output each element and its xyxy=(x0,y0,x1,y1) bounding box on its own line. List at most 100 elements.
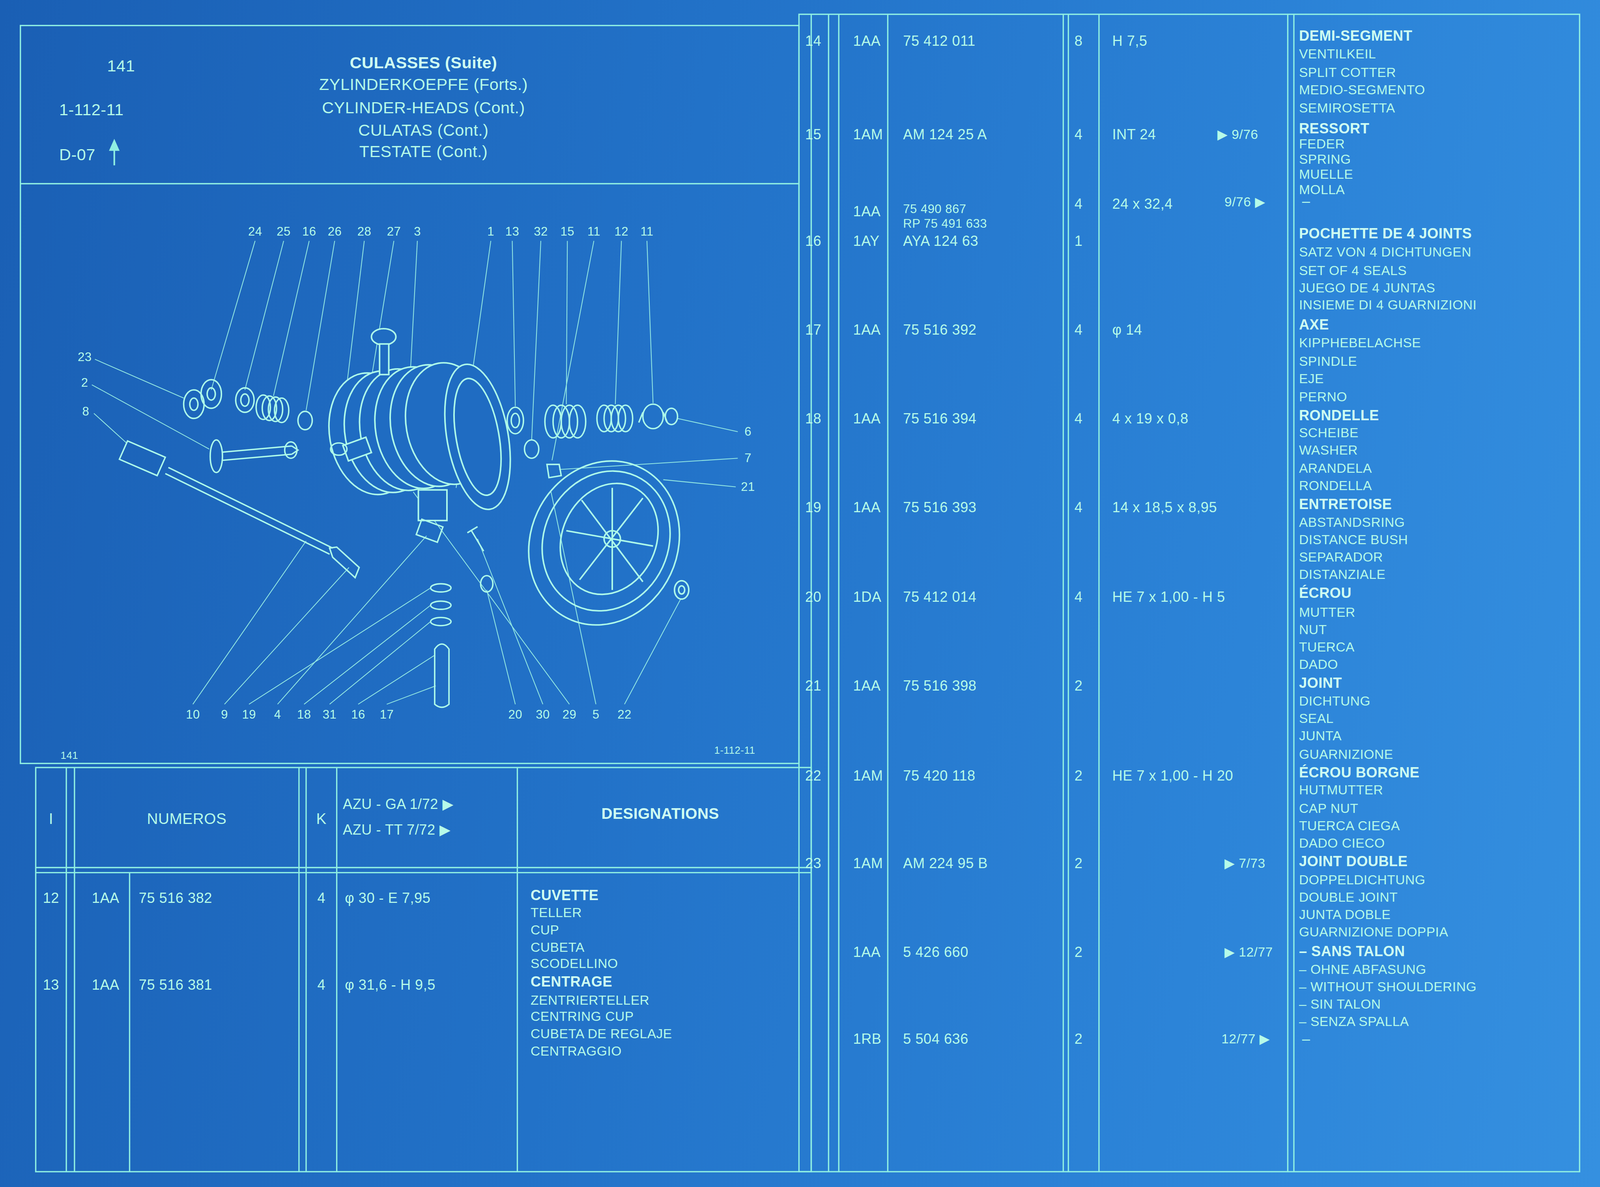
label-text: ▶ 12/77 xyxy=(1224,944,1273,960)
label-text: 18 xyxy=(805,410,822,427)
label-text: 9 xyxy=(220,707,229,722)
label-text: 1AA xyxy=(853,33,881,49)
label-text: 22 xyxy=(805,767,822,784)
label-text: 24 x 32,4 xyxy=(1112,196,1173,212)
label-text: 4 x 19 x 0,8 xyxy=(1112,410,1189,427)
label-text: 3 xyxy=(413,224,421,239)
label-text: TESTATE (Cont.) xyxy=(359,143,488,162)
label-text: 2 xyxy=(1074,767,1083,784)
label-text: JOINT xyxy=(1299,674,1343,691)
label-text: SEAL xyxy=(1299,711,1334,726)
label-text: 1AM xyxy=(853,855,884,872)
label-text: 1AY xyxy=(853,233,880,249)
label-text: AM 224 95 B xyxy=(902,855,988,872)
label-text: – OHNE ABFASUNG xyxy=(1299,962,1427,977)
label-text: – WITHOUT SHOULDERING xyxy=(1299,979,1477,995)
label-text: DOUBLE JOINT xyxy=(1299,889,1398,905)
label-text: NUMEROS xyxy=(146,809,227,827)
label-text: MEDIO-SEGMENTO xyxy=(1299,82,1426,98)
label-text: – xyxy=(1302,1030,1311,1047)
leader-lines xyxy=(91,240,738,704)
label-text: 15 xyxy=(560,224,574,239)
label-text: 15 xyxy=(805,126,822,143)
label-text: DISTANZIALE xyxy=(1299,567,1386,582)
label-text: CUVETTE xyxy=(530,887,599,903)
label-text: ÉCROU xyxy=(1299,585,1352,601)
label-text: 12 xyxy=(42,889,60,906)
label-text: DADO xyxy=(1299,657,1339,672)
label-text: RP 75 491 633 xyxy=(902,216,987,230)
label-text: 75 516 381 xyxy=(138,976,213,993)
label-text: SPLIT COTTER xyxy=(1299,65,1397,80)
valve-train-drawing xyxy=(119,379,678,707)
label-text: 4 xyxy=(1074,196,1083,212)
label-text: DADO CIECO xyxy=(1299,835,1386,851)
label-text: 75 516 382 xyxy=(138,889,213,906)
label-text: SET OF 4 SEALS xyxy=(1299,263,1407,278)
label-text: 4 xyxy=(317,976,326,993)
label-text: POCHETTE DE 4 JOINTS xyxy=(1299,225,1472,242)
label-text: 21 xyxy=(740,480,755,494)
valve-cover-drawing xyxy=(502,435,707,650)
label-text: 23 xyxy=(805,855,822,872)
label-text: 4 xyxy=(274,707,282,722)
label-text: 12 xyxy=(614,224,629,239)
label-text: 1AA xyxy=(853,321,881,338)
label-text: 28 xyxy=(357,224,372,239)
label-text: GUARNIZIONE DOPPIA xyxy=(1299,924,1449,939)
label-text: AZU - TT 7/72 ▶ xyxy=(342,821,451,838)
label-text: φ 14 xyxy=(1112,321,1143,338)
label-text: JUNTA DOBLE xyxy=(1299,906,1391,922)
label-text: SEPARADOR xyxy=(1299,549,1384,565)
label-text: 20 xyxy=(508,707,523,722)
label-text: 141 xyxy=(107,57,136,76)
label-text: CUP xyxy=(530,922,559,937)
label-text: 1AA xyxy=(91,889,120,906)
label-text: 1AM xyxy=(853,126,884,143)
label-text: FEDER xyxy=(1299,136,1345,152)
label-text: 2 xyxy=(1074,855,1083,872)
page-title: CULASSES (Suite) xyxy=(349,54,498,73)
label-text: RONDELLE xyxy=(1299,407,1380,424)
label-text: MUTTER xyxy=(1299,605,1356,620)
label-text: I xyxy=(48,809,54,827)
label-text: SEMIROSETTA xyxy=(1299,100,1396,116)
label-text: SPINDLE xyxy=(1299,353,1358,369)
label-text: RESSORT xyxy=(1299,120,1370,137)
label-text: 13 xyxy=(42,976,60,993)
label-text: 75 516 393 xyxy=(902,499,977,516)
label-text: 32 xyxy=(533,224,548,239)
label-text: 1AA xyxy=(853,203,881,220)
label-text: DISTANCE BUSH xyxy=(1299,532,1408,548)
label-text: SCHEIBE xyxy=(1299,425,1359,440)
label-text: – SIN TALON xyxy=(1299,996,1382,1012)
label-text: 30 xyxy=(535,707,550,722)
label-text: 75 420 118 xyxy=(902,767,976,784)
label-text: 1AA xyxy=(853,677,881,694)
label-text: 22 xyxy=(617,707,632,722)
label-text: 10 xyxy=(185,707,200,722)
label-text: WASHER xyxy=(1299,442,1358,458)
label-text: 1DA xyxy=(853,588,882,605)
label-text: 75 490 867 xyxy=(902,202,967,216)
label-text: 23 xyxy=(77,350,92,364)
label-text: 8 xyxy=(82,404,90,418)
label-text: EJE xyxy=(1299,371,1324,386)
label-text: 13 xyxy=(505,224,520,239)
label-text: ÉCROU BORGNE xyxy=(1299,764,1420,781)
label-text: ▶ 9/76 xyxy=(1217,127,1259,143)
label-text: 5 504 636 xyxy=(902,1030,969,1047)
label-text: INSIEME DI 4 GUARNIZIONI xyxy=(1299,297,1477,313)
label-text: JUNTA xyxy=(1299,728,1342,744)
label-text: 4 xyxy=(1074,410,1083,427)
label-text: 7 xyxy=(744,451,752,465)
label-text: SCODELLINO xyxy=(530,955,618,971)
label-text: ENTRETOISE xyxy=(1299,496,1393,513)
label-text: SATZ VON 4 DICHTUNGEN xyxy=(1299,244,1472,260)
label-text: 27 xyxy=(386,224,401,239)
label-text: GUARNIZIONE xyxy=(1299,746,1394,762)
label-text: 29 xyxy=(562,707,577,722)
label-text: DESIGNATIONS xyxy=(601,804,719,822)
label-text: 26 xyxy=(327,224,342,239)
table-frame xyxy=(20,14,1580,1172)
